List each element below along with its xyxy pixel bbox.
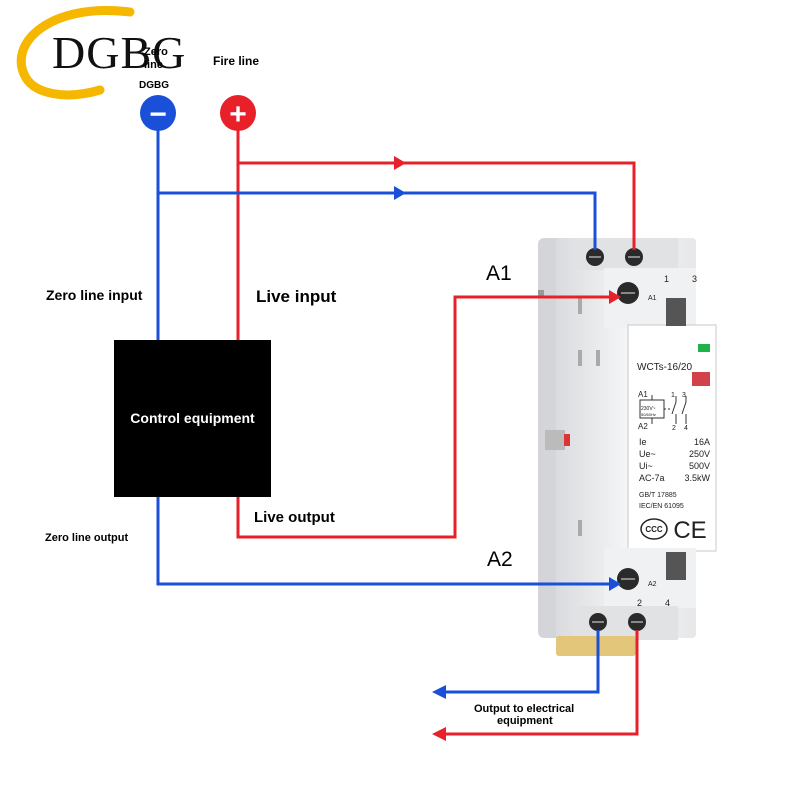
slot-bottom	[666, 552, 686, 580]
indicator-red	[692, 372, 710, 386]
standard-gb: GB/T 17885	[639, 492, 677, 499]
coil-screw-a2	[617, 568, 639, 590]
symbol-freq: 50/60Hz	[641, 412, 656, 417]
zero-symbol: −	[149, 98, 167, 131]
symbol-bottom-2: 2	[672, 425, 676, 432]
arrow-a1-icon	[609, 290, 621, 304]
fire-symbol: +	[229, 98, 247, 131]
small-logo-text: DGBG	[139, 80, 169, 91]
coil-label-a2: A2	[648, 581, 657, 588]
wire-output-live	[442, 630, 639, 736]
spec-key-2: Ui~	[639, 461, 653, 471]
standard-iec: IEC/EN 61095	[639, 503, 684, 510]
spec-value-0: 16A	[694, 437, 710, 447]
bottom-screw-4	[628, 613, 646, 631]
terminal-label-3: 3	[692, 274, 697, 284]
label-zero-line-output: Zero line output	[45, 532, 129, 544]
small-logo: DGBG	[139, 80, 169, 91]
wire-zero-output-a2	[156, 497, 617, 586]
symbol-top-3: 3	[682, 392, 686, 399]
symbol-voltage: 230V~	[641, 406, 656, 412]
coil-label-a1: A1	[648, 295, 657, 302]
terminal-label-2: 2	[637, 598, 642, 608]
wire-zero-supply	[158, 191, 597, 250]
spec-value-1: 250V	[689, 449, 710, 459]
top-screw-1	[586, 248, 604, 266]
arrow-zero-supply-icon	[394, 186, 406, 200]
ccc-mark-icon: CCC	[640, 518, 668, 540]
coil-screw-a1	[617, 282, 639, 304]
logo-text: DGBG	[52, 27, 187, 78]
wire-live-output-a1	[236, 295, 617, 539]
zero-terminal-icon: −	[140, 95, 176, 131]
label-fire-line: Fire line	[213, 54, 260, 68]
contactor-body	[538, 238, 717, 656]
label-live-output: Live output	[254, 509, 335, 526]
symbol-bottom-4: 4	[684, 425, 688, 432]
arrow-a2-icon	[609, 577, 621, 591]
slot-top	[666, 298, 686, 326]
contactor-symbol	[639, 395, 687, 424]
din-latch	[556, 636, 636, 656]
label-a1: A1	[486, 262, 512, 285]
ce-mark: CE	[673, 517, 706, 544]
brand-logo: DGBG	[10, 4, 200, 104]
symbol-top-1: 1	[671, 392, 675, 399]
terminal-label-1: 1	[664, 274, 669, 284]
symbol-a2: A2	[638, 422, 648, 431]
spec-value-3: 3.5kW	[684, 473, 710, 483]
label-output-line2: equipment	[497, 715, 553, 727]
live-wires	[236, 130, 639, 736]
fire-terminal-icon: +	[220, 95, 256, 131]
arrow-output-live-icon	[432, 727, 446, 741]
wire-live-supply	[238, 161, 636, 250]
bottom-screw-2	[589, 613, 607, 631]
label-output-line1: Output to electrical	[474, 703, 575, 715]
terminal-label-4: 4	[665, 598, 670, 608]
label-zero-line-input: Zero line input	[46, 287, 143, 303]
symbol-a1: A1	[638, 390, 648, 399]
control-equipment-box: Control equipment	[114, 340, 271, 497]
label-zero-line-top: Zero line	[144, 46, 168, 71]
arrow-output-zero-icon	[432, 685, 446, 699]
control-equipment-label: Control equipment	[130, 410, 255, 426]
indicator-green	[698, 344, 710, 352]
top-screw-3	[625, 248, 643, 266]
spec-key-3: AC-7a	[639, 473, 665, 483]
spec-key-0: Ie	[639, 437, 647, 447]
logo-ring-icon	[16, 6, 135, 100]
arrow-live-supply-icon	[394, 156, 406, 170]
label-a2: A2	[487, 548, 513, 571]
ccc-text: CCC	[645, 525, 663, 534]
wire-output-zero	[442, 630, 600, 694]
spec-value-2: 500V	[689, 461, 710, 471]
spec-key-1: Ue~	[639, 449, 656, 459]
neutral-wires	[156, 130, 617, 694]
label-live-input: Live input	[256, 287, 337, 306]
contactor-model: WCTs-16/20	[637, 362, 692, 373]
